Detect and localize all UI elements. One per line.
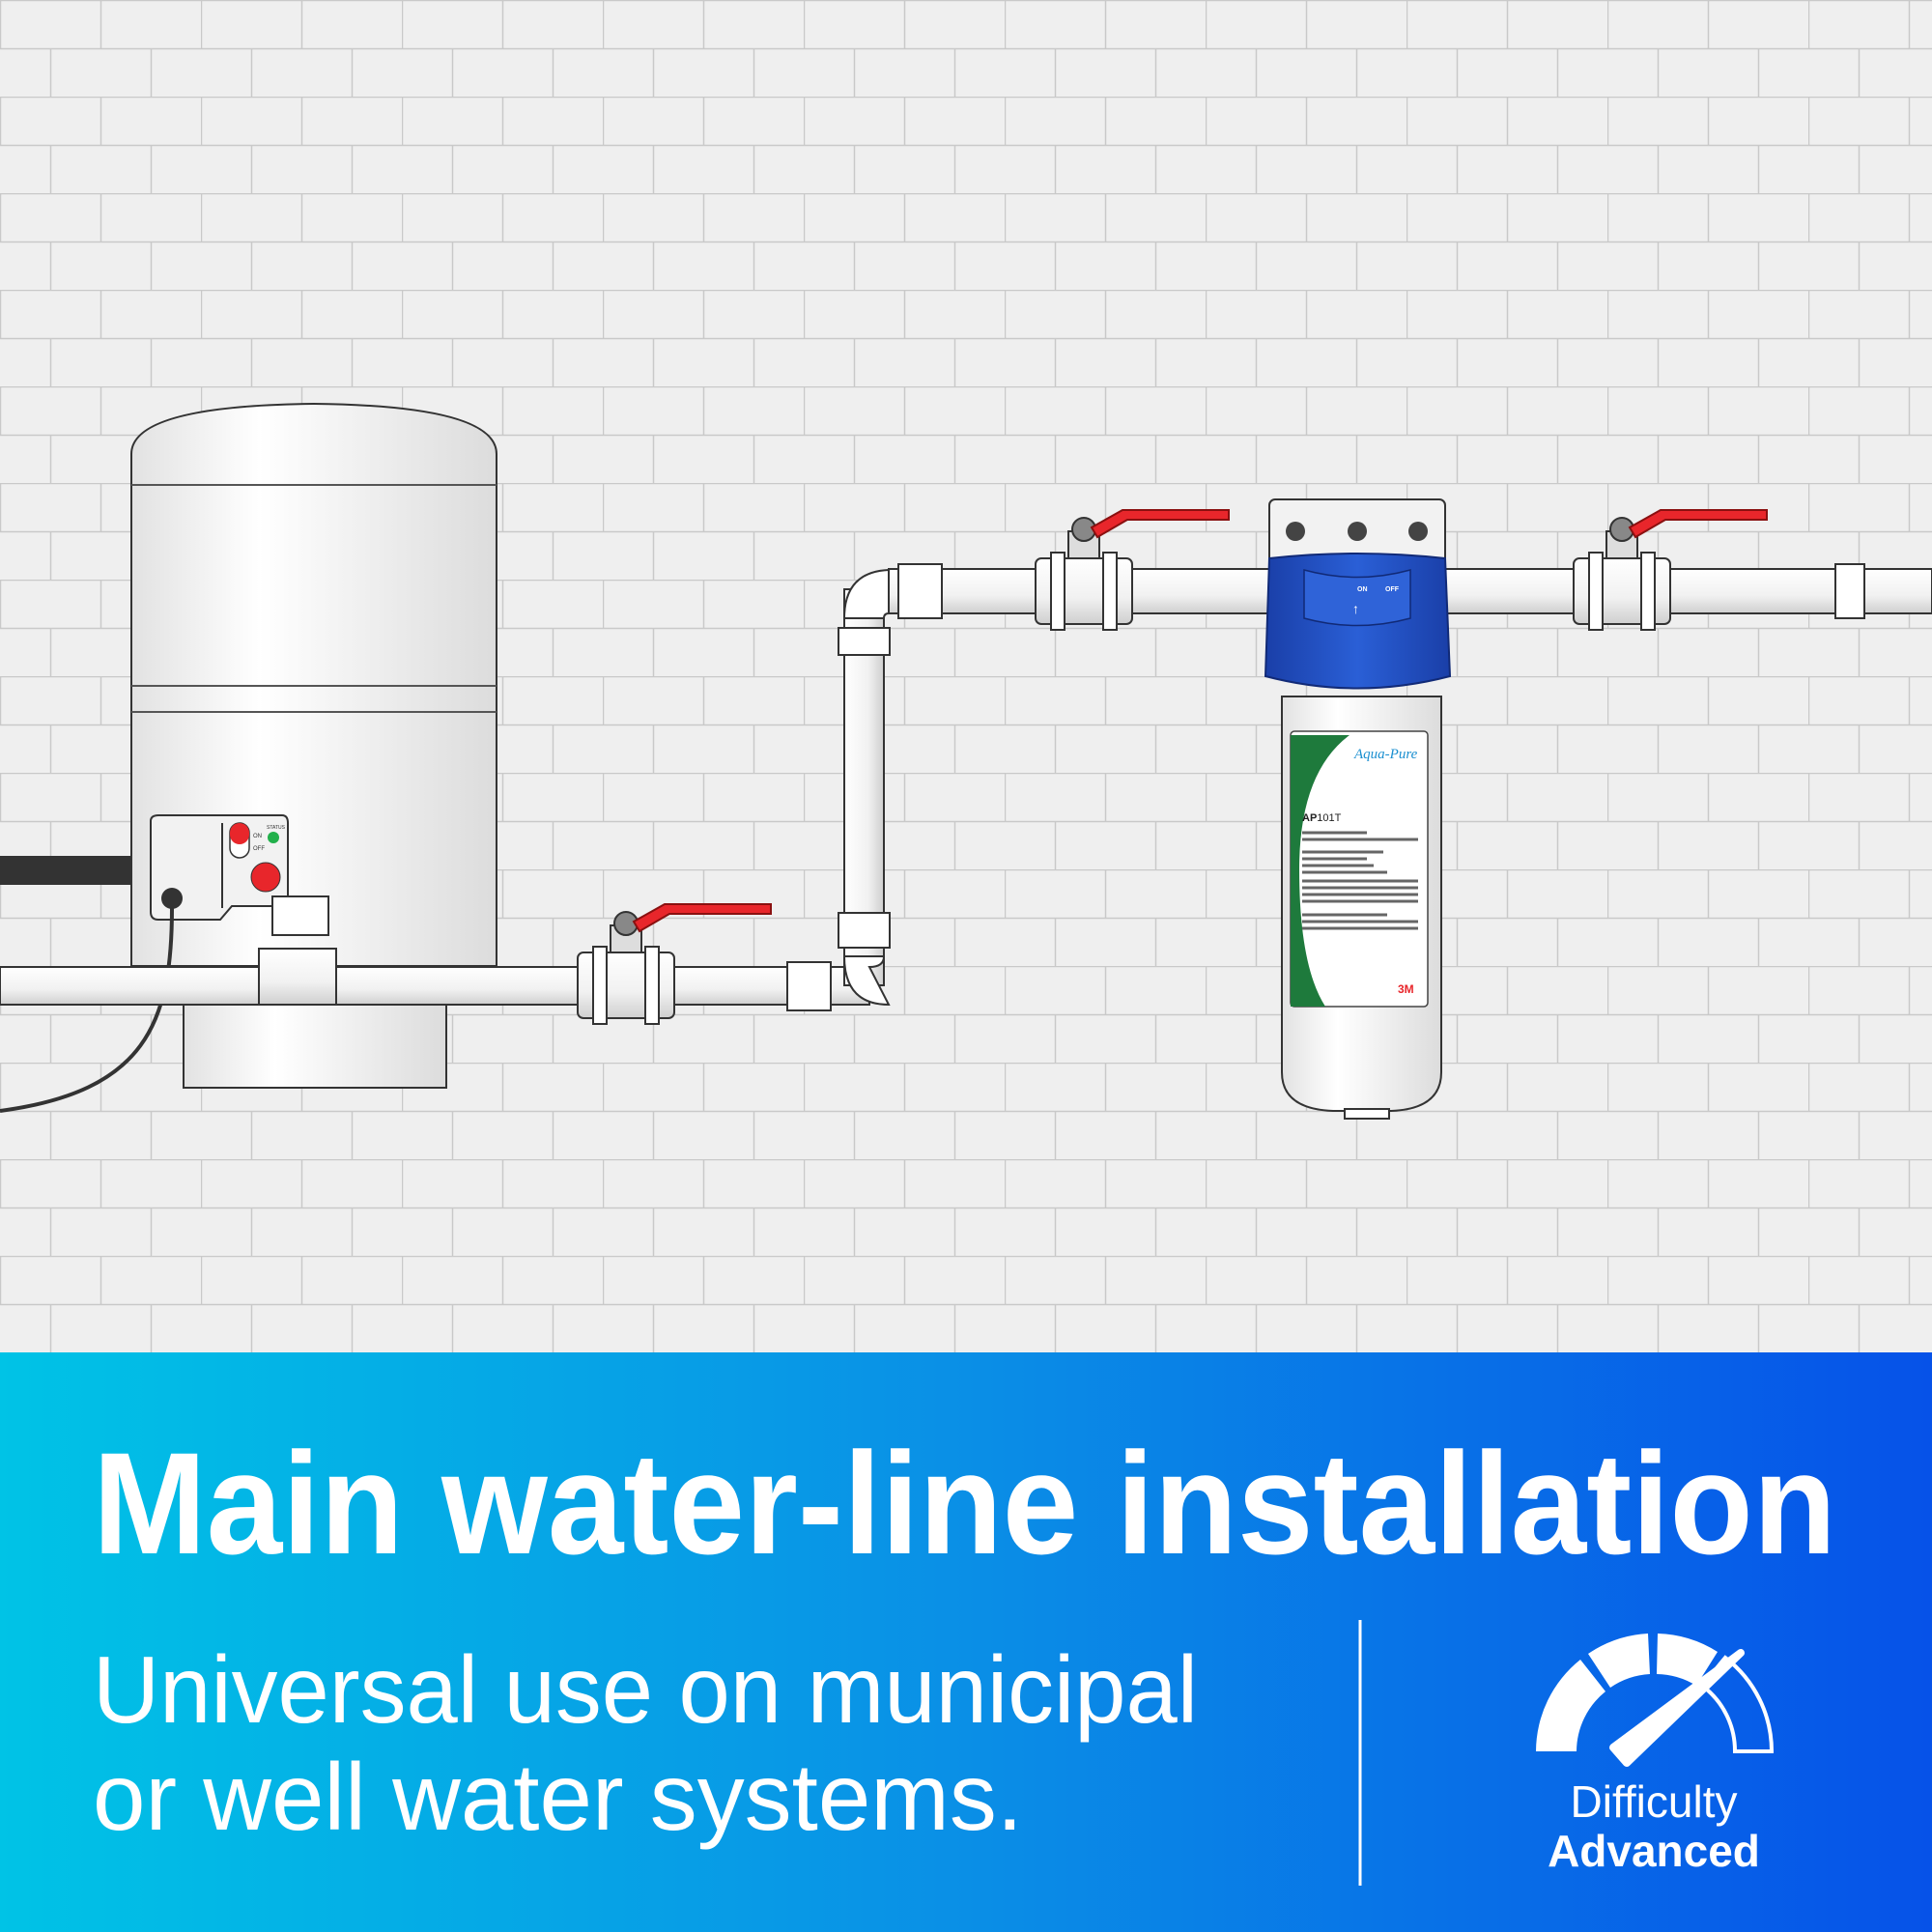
pressure-switch: ON OFF STATUS: [0, 814, 329, 1113]
water-filter: ON OFF ↑ Aqua-Pure AP101T 3M: [1264, 498, 1452, 1120]
filter-off-label: OFF: [1385, 586, 1400, 593]
difficulty-label: Difficulty: [1571, 1776, 1738, 1827]
pressure-dial: [250, 862, 281, 893]
model-number: AP101T: [1302, 812, 1342, 824]
filter-on-label: ON: [1357, 586, 1368, 593]
status-label: STATUS: [267, 825, 286, 831]
subtitle-line-1: Universal use on municipal: [93, 1636, 1198, 1743]
3m-logo: 3M: [1398, 982, 1414, 996]
brand-logo: Aqua-Pure: [1353, 747, 1418, 762]
subtitle-line-2: or well water systems.: [93, 1744, 1023, 1850]
info-banner: Main water-line installation Universal u…: [0, 1352, 1932, 1932]
power-cord: [0, 907, 174, 1113]
difficulty-value: Advanced: [1548, 1826, 1760, 1876]
status-led: [268, 832, 279, 843]
installation-illustration: ON OFF STATUS ON OFF ↑ Aqu: [0, 0, 1932, 1352]
power-conduit: [0, 856, 155, 885]
flow-arrow-icon: ↑: [1352, 601, 1359, 616]
switch-on-label: ON: [253, 834, 262, 839]
gauge-icon: [1536, 1634, 1775, 1767]
title: Main water-line installation: [93, 1422, 1836, 1584]
switch-off-label: OFF: [253, 846, 265, 852]
